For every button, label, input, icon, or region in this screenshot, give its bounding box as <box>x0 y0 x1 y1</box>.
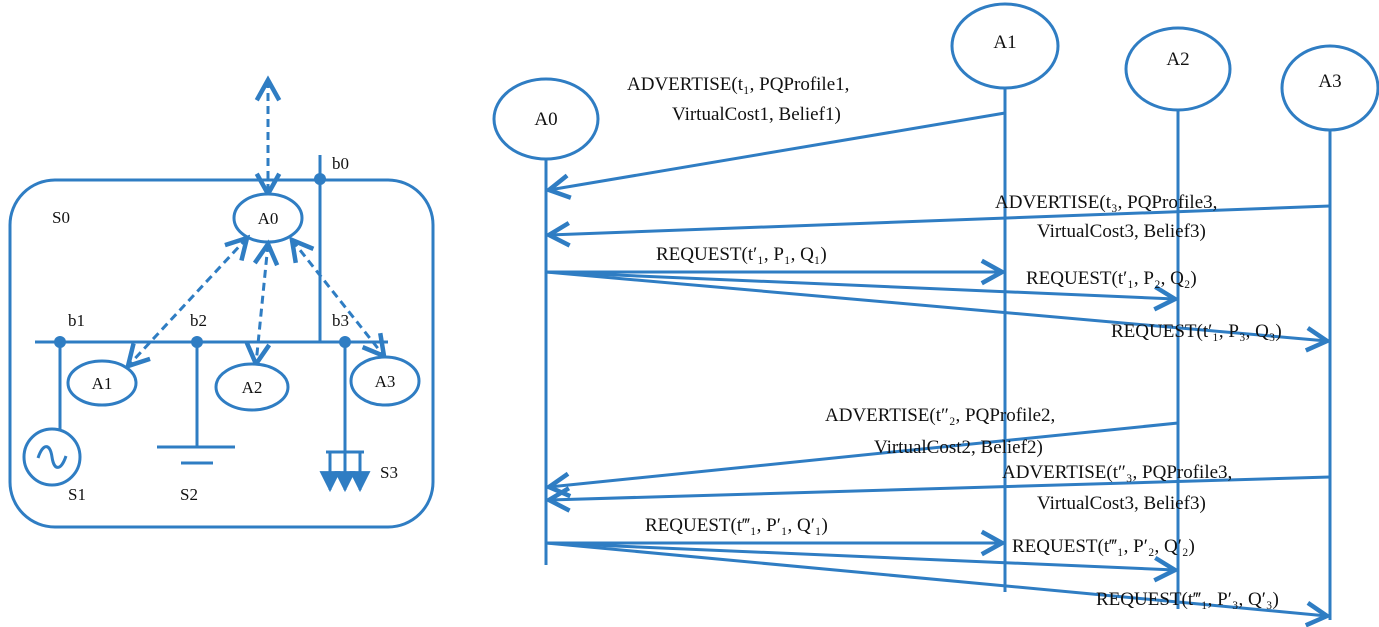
comm-link-a0-a1 <box>128 238 247 366</box>
message-6-arrow <box>549 421 1179 487</box>
participant-a1-label: A1 <box>993 32 1016 53</box>
message-1-label-line2: VirtualCost1, Belief1) <box>672 104 841 125</box>
message-1-arrow <box>549 111 1006 190</box>
participant-a0-node <box>492 77 600 161</box>
message-2-label-line2: VirtualCost3, Belief3) <box>1037 221 1206 242</box>
comm-link-a0-a2 <box>256 244 268 364</box>
agent-a1-label: A1 <box>92 374 113 393</box>
source-s2-label: S2 <box>180 485 198 504</box>
message-10-arrow <box>545 541 1327 616</box>
source-s3-label: S3 <box>380 463 398 482</box>
message-5-arrow <box>545 270 1327 341</box>
bus-b0-node <box>314 173 326 185</box>
message-4-arrow <box>545 270 1175 299</box>
message-6-label-line2: VirtualCost2, Belief2) <box>874 437 1043 458</box>
power-system-diagram: S0 A0 b0 b1 b2 b3 A1 A2 A3 <box>8 80 435 529</box>
message-6-label-line1: ADVERTISE(t″₂, PQProfile2, <box>825 405 1055 426</box>
participant-a2-label: A2 <box>1166 49 1189 70</box>
bus-b3-label: b3 <box>332 311 349 330</box>
message-8-label: REQUEST(t‴₁, P′₁, Q′₁) <box>645 515 828 536</box>
message-5-label: REQUEST(t′₁, P₃, Q₃) <box>1111 321 1282 342</box>
bus-b1-label: b1 <box>68 311 85 330</box>
message-9-arrow <box>545 541 1175 570</box>
message-7-label-line2: VirtualCost3, Belief3) <box>1037 493 1206 514</box>
participant-a3-node <box>1280 44 1379 132</box>
system-s0-boundary <box>8 178 435 529</box>
message-2-label-line1: ADVERTISE(t₃, PQProfile3, <box>995 192 1217 213</box>
ac-source-icon <box>22 427 82 487</box>
message-1-label-line1: ADVERTISE(t₁, PQProfile1, <box>627 74 849 95</box>
agent-a3-node <box>349 355 421 407</box>
participant-a0-label: A0 <box>534 109 557 130</box>
message-10-label: REQUEST(t‴₁, P′₃, Q′₃) <box>1096 589 1279 610</box>
agent-a1-node <box>66 359 138 407</box>
agent-a0-label: A0 <box>258 209 279 228</box>
message-2-arrow <box>549 204 1331 235</box>
bus-b0-label: b0 <box>332 154 349 173</box>
agent-a3-label: A3 <box>375 372 396 391</box>
participant-a1-node <box>950 2 1060 90</box>
message-4-label: REQUEST(t′₁, P₂, Q₂) <box>1026 268 1197 289</box>
bus-b2-label: b2 <box>190 311 207 330</box>
message-7-label-line1: ADVERTISE(t″₃, PQProfile3, <box>1002 462 1232 483</box>
system-s0-label: S0 <box>52 208 70 227</box>
agent-a2-label: A2 <box>242 378 263 397</box>
load-arrows-icon <box>319 450 371 493</box>
ground-icon <box>157 445 235 465</box>
participant-a3-label: A3 <box>1318 71 1341 92</box>
message-3-label: REQUEST(t′₁, P₁, Q₁) <box>656 244 827 265</box>
message-7-arrow <box>549 475 1331 500</box>
comm-link-a0-a3 <box>292 240 384 356</box>
source-s1-label: S1 <box>68 485 86 504</box>
message-9-label: REQUEST(t‴₁, P′₂, Q′₂) <box>1012 536 1195 557</box>
agent-a2-node <box>214 362 290 412</box>
sequence-diagram: A0 A1 A2 A3 ADVERTISE(t₁, PQProfile1, Vi… <box>492 2 1379 620</box>
participant-a2-node <box>1124 26 1232 112</box>
